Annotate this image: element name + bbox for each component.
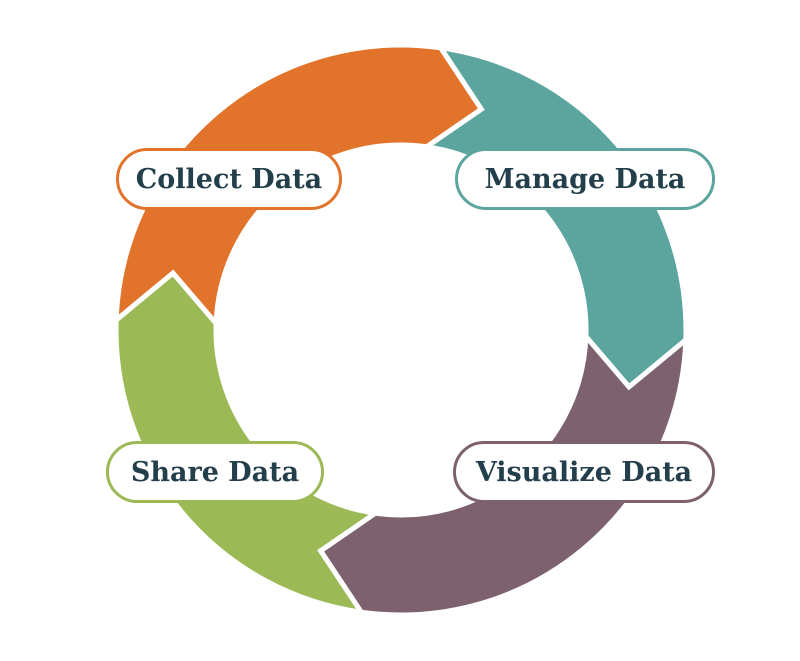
collect-data-label: Collect Data (116, 148, 342, 210)
visualize-data-text: Visualize Data (475, 456, 693, 488)
share-data-text: Share Data (130, 456, 300, 488)
share-data-label: Share Data (106, 441, 324, 503)
manage-data-text: Manage Data (484, 163, 686, 195)
collect-data-text: Collect Data (135, 163, 323, 195)
manage-data-label: Manage Data (455, 148, 715, 210)
visualize-data-label: Visualize Data (453, 441, 715, 503)
